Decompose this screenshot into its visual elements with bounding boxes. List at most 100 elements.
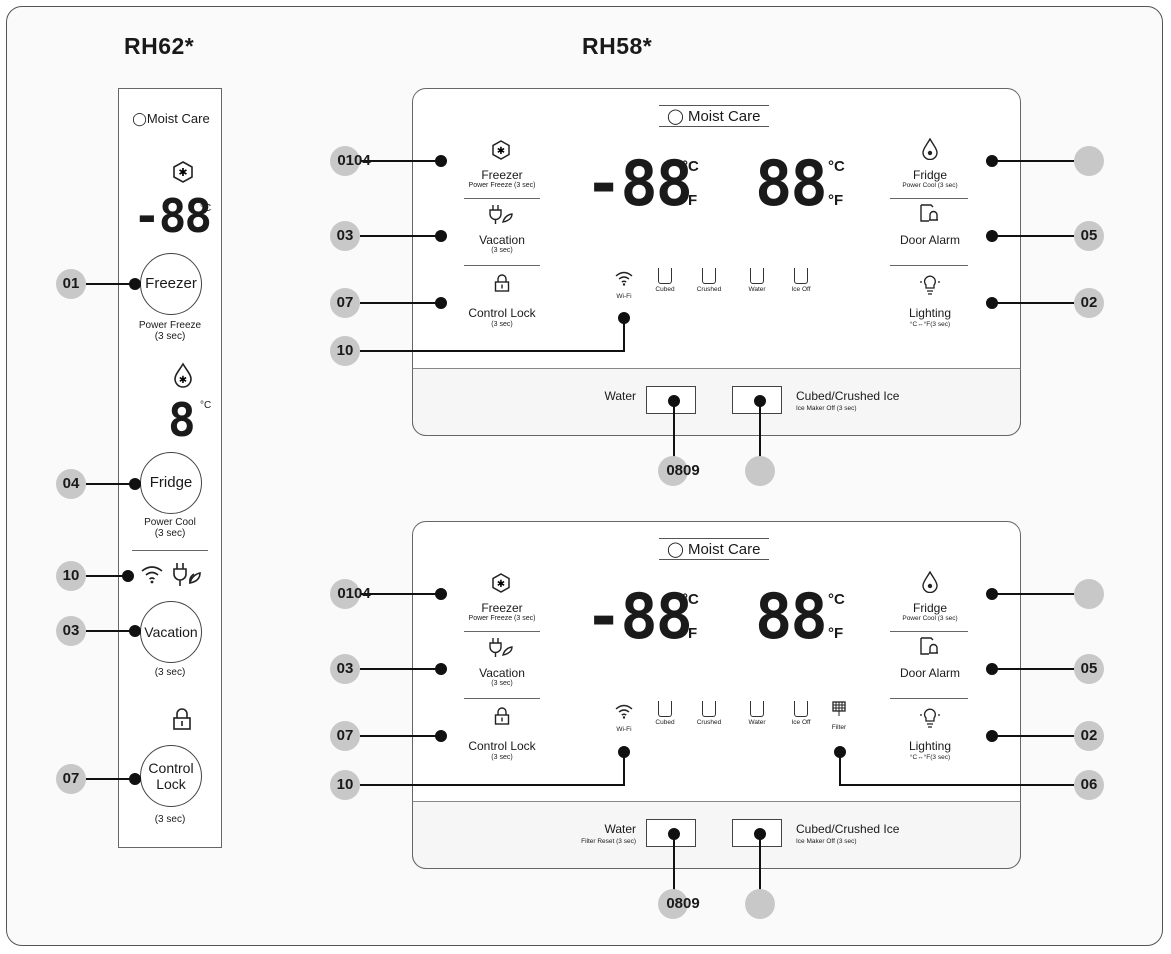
wifi-status: Wi-Fi xyxy=(607,270,641,300)
callout-blank-bottom-dispenser xyxy=(745,889,775,919)
callout-blank-top-right xyxy=(1074,146,1104,176)
wifi-label: Wi-Fi xyxy=(616,293,632,300)
lighting-button[interactable]: Lighting xyxy=(908,739,952,753)
water-dispense-button[interactable] xyxy=(646,819,696,847)
lock-icon xyxy=(494,274,510,292)
rh62-power-cool-caption: Power Cool (3 sec) xyxy=(122,517,218,539)
rh58-panel-content-top: ◯ Moist Care ✱ Freezer Power Freeze (3 s… xyxy=(412,88,1021,436)
freezer-unit-f: °F xyxy=(682,625,698,642)
lighting-bulb-icon xyxy=(919,274,941,296)
lighting-hint: °C↔°F(3 sec) xyxy=(909,754,951,761)
control-lock-button[interactable]: Control Lock xyxy=(468,306,536,320)
freezer-button[interactable]: Freezer xyxy=(481,601,523,615)
callout-03-left: 03 xyxy=(56,616,86,646)
callout-0809-top-label: 0809 xyxy=(666,462,700,479)
vacation-plug-icon xyxy=(488,203,516,225)
cubed-label: Cubed xyxy=(655,286,675,293)
cubed-status: Cubed xyxy=(648,701,682,726)
ice-dispense-button[interactable] xyxy=(732,386,782,414)
rh58-panel-content-bottom: ◯ Moist Care ✱ Freezer Power Freeze (3 s… xyxy=(412,521,1021,869)
lock-icon xyxy=(494,707,510,725)
freezer-hex-icon: ✱ xyxy=(490,140,512,160)
callout-07-bottom: 07 xyxy=(330,721,360,751)
control-lock-button[interactable]: Control Lock xyxy=(468,739,536,753)
rh62-vacation-sec: (3 sec) xyxy=(154,667,186,678)
divider xyxy=(464,631,540,632)
door-alarm-button[interactable]: Door Alarm xyxy=(899,666,961,680)
rh62-freezer-unit: °C xyxy=(200,203,212,214)
cubed-status: Cubed xyxy=(648,268,682,293)
rh58-dispenser-tray-bottom xyxy=(412,801,1021,869)
cubed-cup-icon xyxy=(658,701,672,717)
rh62-power-freeze-caption: Power Freeze (3 sec) xyxy=(122,320,218,342)
droplet-icon: ◯ xyxy=(667,108,688,125)
rh62-divider xyxy=(132,550,208,551)
crushed-cup-icon xyxy=(702,701,716,717)
callout-0809-bottom: 0809 xyxy=(658,889,708,919)
lighting-hint: °C↔°F(3 sec) xyxy=(909,321,951,328)
filter-reset-caption: Filter Reset (3 sec) xyxy=(581,838,636,845)
svg-text:✱: ✱ xyxy=(497,579,505,590)
water-label: Water xyxy=(604,389,636,403)
rh62-fridge-temp-display: 8 xyxy=(168,393,196,447)
wifi-icon xyxy=(615,271,633,286)
rh62-vacation-button[interactable]: Vacation xyxy=(140,601,202,663)
ice-off-label: Ice Off xyxy=(791,286,811,293)
freezer-temp-display: -88 xyxy=(585,580,693,653)
droplet-icon: ◯ xyxy=(132,111,147,126)
vacation-button[interactable]: Vacation xyxy=(479,233,525,247)
fridge-droplet-icon xyxy=(920,570,940,594)
wifi-icon xyxy=(615,704,633,719)
water-dispense-button[interactable] xyxy=(646,386,696,414)
callout-03-top: 03 xyxy=(330,221,360,251)
ice-dispense-button[interactable] xyxy=(732,819,782,847)
callout-10-bottom: 10 xyxy=(330,770,360,800)
rh58-dispenser-tray-top xyxy=(412,368,1021,436)
fridge-droplet-icon: ✱ xyxy=(172,362,194,388)
door-alarm-icon xyxy=(919,203,939,223)
callout-05-bottom: 05 xyxy=(1074,654,1104,684)
power-freeze-caption: Power Freeze (3 sec) xyxy=(468,182,536,189)
moist-care-label: ◯ Moist Care xyxy=(659,538,769,560)
ice-maker-off-caption: Ice Maker Off (3 sec) xyxy=(796,405,857,412)
ice-off-status: Ice Off xyxy=(784,701,818,726)
freezer-button[interactable]: Freezer xyxy=(481,168,523,182)
fridge-button[interactable]: Fridge xyxy=(912,168,947,182)
vacation-button[interactable]: Vacation xyxy=(479,666,525,680)
freezer-unit-c: °C xyxy=(682,591,699,608)
divider xyxy=(464,198,540,199)
rh62-freezer-button[interactable]: Freezer xyxy=(140,253,202,315)
lighting-bulb-icon xyxy=(919,707,941,729)
ice-maker-off-caption: Ice Maker Off (3 sec) xyxy=(796,838,857,845)
fridge-button[interactable]: Fridge xyxy=(912,601,947,615)
ice-off-label: Ice Off xyxy=(791,719,811,726)
callout-blank-top-dispenser xyxy=(745,456,775,486)
fridge-unit-f: °F xyxy=(828,192,844,209)
rh62-vacation-button-label: Vacation xyxy=(144,623,198,640)
crushed-cup-icon xyxy=(702,268,716,284)
cubed-cup-icon xyxy=(658,268,672,284)
rh62-control-lock-label-1: Control xyxy=(148,759,194,776)
lighting-button[interactable]: Lighting xyxy=(908,306,952,320)
rh62-power-freeze-label: Power Freeze xyxy=(138,320,202,331)
freezer-unit-c: °C xyxy=(682,158,699,175)
rh62-control-lock-label-2: Lock xyxy=(156,776,186,792)
rh62-fridge-button-label: Fridge xyxy=(149,474,193,492)
cubed-label: Cubed xyxy=(655,719,675,726)
power-cool-caption: Power Cool (3 sec) xyxy=(902,615,958,622)
cubed-crushed-label: Cubed/Crushed Ice xyxy=(796,822,900,836)
fridge-temp-display: 88 xyxy=(755,147,828,220)
callout-10-top: 10 xyxy=(330,336,360,366)
fridge-droplet-icon xyxy=(920,137,940,161)
freezer-temp-display: -88 xyxy=(585,147,693,220)
model-title-rh58: RH58* xyxy=(582,33,653,59)
wifi-status: Wi-Fi xyxy=(607,703,641,733)
fridge-unit-c: °C xyxy=(828,158,845,175)
door-alarm-button[interactable]: Door Alarm xyxy=(899,233,961,247)
rh62-freezer-temp-display: -88 xyxy=(133,189,212,243)
ice-off-cup-icon xyxy=(794,701,808,717)
water-status: Water xyxy=(740,268,774,293)
rh62-fridge-button[interactable]: Fridge xyxy=(140,452,202,514)
callout-07-top: 07 xyxy=(330,288,360,318)
